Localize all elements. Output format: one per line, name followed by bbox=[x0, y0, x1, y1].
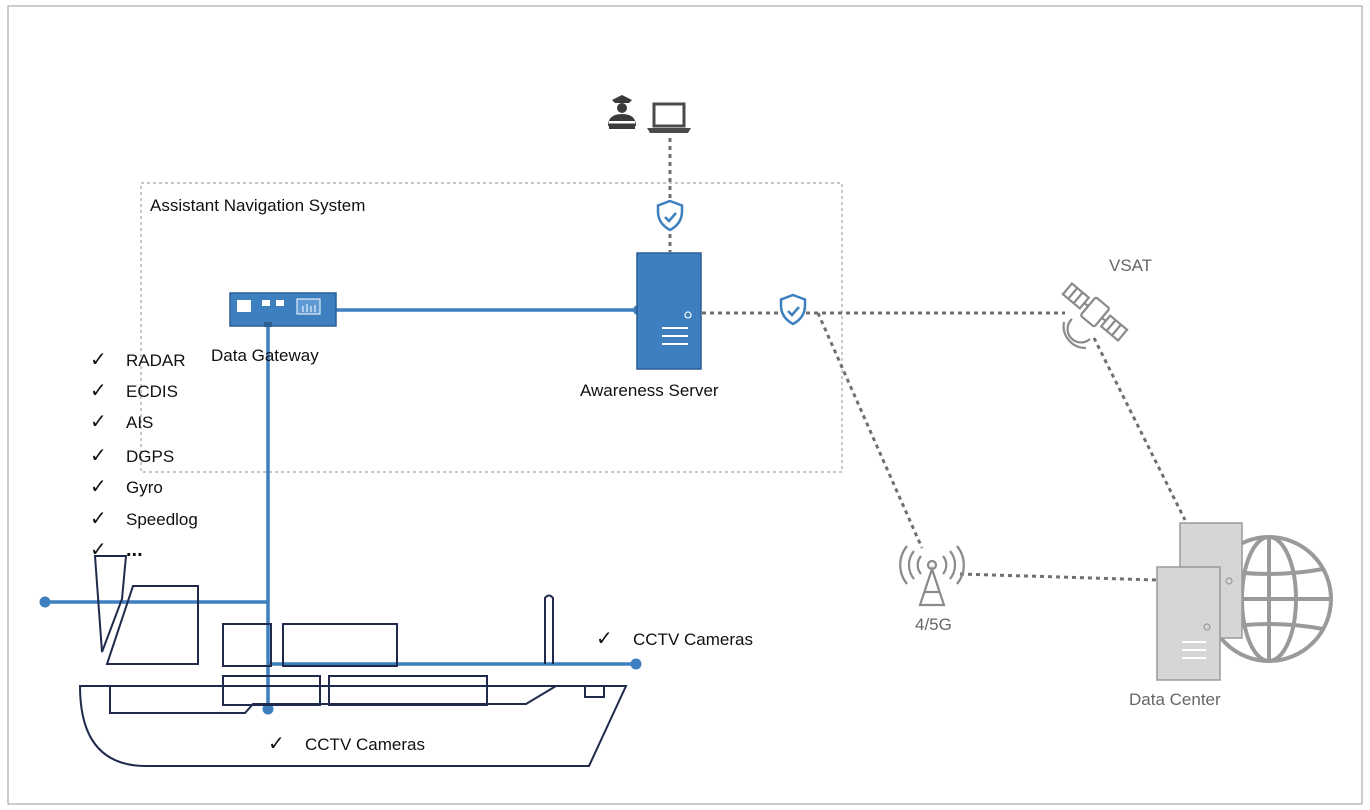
sensor-list: ✓ RADAR ✓ ECDIS ✓ AIS ✓ DGPS ✓ Gyro ✓ Sp… bbox=[90, 349, 198, 561]
check-icon: ✓ bbox=[90, 539, 107, 561]
check-icon: ✓ bbox=[90, 411, 107, 433]
container-stack bbox=[282, 623, 398, 667]
sensor-label: AIS bbox=[126, 413, 153, 432]
operator-icon bbox=[608, 95, 636, 129]
container-stack bbox=[222, 623, 272, 667]
check-icon: ✓ bbox=[90, 476, 107, 498]
server-cell-link bbox=[816, 312, 924, 549]
sensor-item: ✓ Gyro bbox=[90, 476, 163, 498]
sensor-item: ✓ RADAR bbox=[90, 349, 186, 371]
sensor-label: Gyro bbox=[126, 478, 163, 497]
sensor-label: ... bbox=[126, 539, 143, 561]
check-icon: ✓ bbox=[268, 733, 285, 755]
system-label: Assistant Navigation System bbox=[150, 196, 365, 215]
sensor-item: ✓ ECDIS bbox=[90, 380, 178, 402]
vsat-datacenter-link bbox=[1092, 337, 1187, 521]
deck-container bbox=[222, 675, 321, 706]
cell-datacenter-link bbox=[959, 572, 1159, 582]
server-label: Awareness Server bbox=[580, 381, 719, 400]
wireless-links bbox=[668, 138, 1187, 582]
cell-tower-icon bbox=[899, 545, 965, 607]
laptop-icon bbox=[647, 102, 691, 133]
diagram-frame bbox=[7, 5, 1363, 805]
satellite-icon bbox=[1061, 281, 1129, 343]
check-icon: ✓ bbox=[90, 445, 107, 467]
ship-icon bbox=[78, 555, 628, 767]
satellite-dish bbox=[1062, 318, 1091, 350]
cell-label: 4/5G bbox=[915, 615, 952, 634]
sensor-label: RADAR bbox=[126, 351, 186, 370]
datacenter-label: Data Center bbox=[1129, 690, 1221, 709]
sensor-item: ✓ DGPS bbox=[90, 445, 174, 467]
ship-porthole bbox=[584, 685, 605, 698]
sensor-item: ✓ Speedlog bbox=[90, 508, 198, 530]
sensor-item: ✓ AIS bbox=[90, 411, 153, 433]
wired-links bbox=[45, 308, 638, 710]
check-icon: ✓ bbox=[90, 508, 107, 530]
ship-hull bbox=[78, 685, 628, 767]
sensor-item: ✓ ... bbox=[90, 539, 143, 561]
check-icon: ✓ bbox=[90, 380, 107, 402]
cctv-bottom-label: CCTV Cameras bbox=[305, 735, 425, 754]
cctv-front-label: CCTV Cameras bbox=[633, 630, 753, 649]
server-icon bbox=[636, 252, 702, 370]
gateway-label: Data Gateway bbox=[211, 346, 319, 365]
sensor-label: ECDIS bbox=[126, 382, 178, 401]
bridge-tower bbox=[105, 585, 199, 665]
deck-container bbox=[328, 675, 488, 706]
vsat-label: VSAT bbox=[1109, 256, 1152, 275]
server-icon bbox=[1156, 522, 1243, 681]
sensor-label: DGPS bbox=[126, 447, 174, 466]
gateway-icon bbox=[229, 292, 337, 327]
check-icon: ✓ bbox=[596, 628, 613, 650]
system-boundary bbox=[140, 182, 843, 473]
shield-icon bbox=[656, 199, 684, 232]
sensor-label: Speedlog bbox=[126, 510, 198, 529]
check-icon: ✓ bbox=[90, 349, 107, 371]
shield-icon bbox=[779, 293, 807, 326]
ship-deck-line bbox=[109, 685, 557, 714]
bridge-window bbox=[93, 555, 128, 653]
ship-mast bbox=[544, 594, 554, 664]
